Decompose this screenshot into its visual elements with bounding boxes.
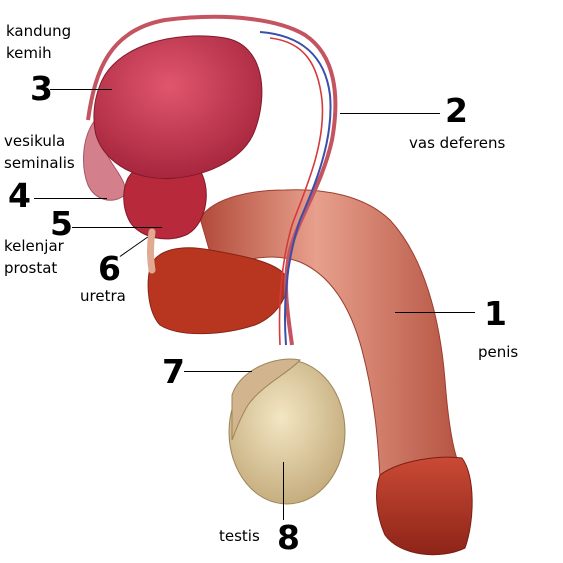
label-number-3: 3 [30,69,53,108]
leader-line-7 [184,371,252,373]
leader-line-5 [72,227,162,229]
leader-line-1 [395,312,475,314]
label-number-5: 5 [50,204,73,243]
label-number-7: 7 [162,352,185,391]
glans [376,456,473,556]
label-text-5: kelenjar prostat [4,237,64,277]
label-number-6: 6 [98,249,121,288]
label-number-4: 4 [8,176,31,215]
urethra [147,228,156,274]
label-text-8: testis [219,527,260,545]
leader-line-3 [50,89,112,91]
label-number-2: 2 [445,91,468,130]
label-number-1: 1 [484,294,507,333]
epididymis [231,358,301,441]
blood-vessel-blue [259,31,332,346]
label-text-3: kandung kemih [6,22,72,62]
label-text-6: uretra [80,287,126,305]
blood-vessel-red [269,37,324,346]
leader-line-8 [283,462,285,520]
urethral-bulb [147,247,288,335]
label-number-8: 8 [277,518,300,557]
label-text-2: vas deferens [409,134,506,152]
leader-line-2 [340,113,440,115]
vas-deferens [86,14,338,346]
bladder [93,35,263,180]
leader-line-4 [34,198,107,200]
label-text-4: vesikula seminalis [4,132,75,172]
label-text-1: penis [478,343,519,361]
